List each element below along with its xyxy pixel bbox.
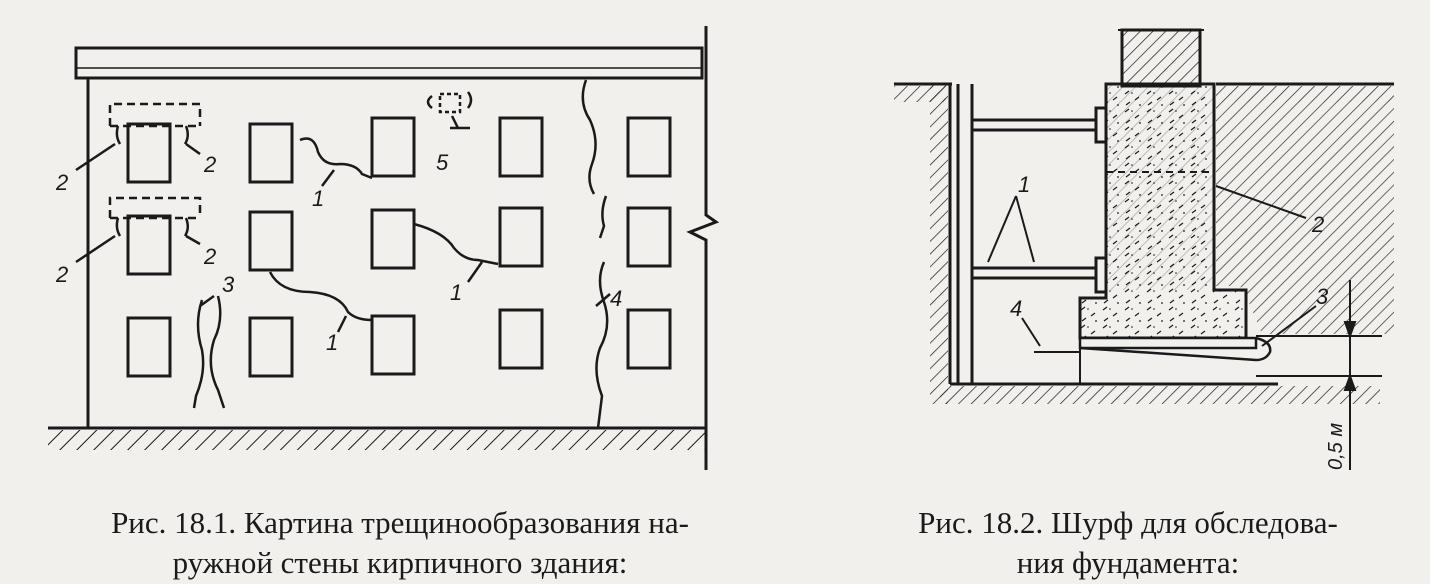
crack-between-windows-low (268, 271, 373, 322)
diagrams: 1 1 1 2 2 2 2 3 4 5 (48, 26, 1394, 470)
figure-1-caption-line-2: ружной стены кирпичного здания: (172, 545, 628, 580)
window (370, 314, 416, 376)
crack-4-vertical (581, 79, 597, 195)
label-item-5: 5 (436, 150, 449, 175)
lintel-marks (75, 102, 202, 264)
pit-bottom-hatch (940, 386, 1380, 404)
figure-1-caption: Рис. 18.1. Картина трещинообразования на… (40, 503, 760, 583)
label-right-2b: 2 (203, 244, 216, 269)
window (498, 206, 544, 268)
figure-2-caption: Рис. 18.2. Шурф для обследова- ния фунда… (868, 503, 1388, 583)
label-left-2b: 2 (55, 262, 68, 287)
window (126, 122, 172, 184)
wall-above (1120, 28, 1202, 88)
leaders (987, 185, 1382, 470)
window (626, 308, 672, 370)
label-crack-3: 3 (222, 272, 235, 297)
window (248, 122, 294, 184)
pit-section (894, 28, 1394, 470)
label-right-2a: 2 (203, 152, 216, 177)
window (248, 210, 294, 272)
window (370, 208, 416, 270)
fig2-labels: 1 2 3 4 0,5 м (1010, 172, 1347, 470)
window (626, 206, 672, 268)
window (126, 214, 172, 276)
window (498, 116, 544, 178)
fig1-labels: 1 1 1 2 2 2 2 3 4 5 (55, 150, 622, 355)
crack-3 (192, 299, 205, 409)
cracks (192, 79, 611, 429)
struts (972, 106, 1108, 294)
crack-between-windows-mid (413, 222, 499, 266)
window (126, 316, 172, 378)
pit-wall-hatch (930, 84, 948, 404)
label-item-4: 4 (1010, 296, 1022, 321)
window (498, 308, 544, 370)
window (626, 116, 672, 178)
dimension-label: 0,5 м (1325, 423, 1347, 470)
ground-hatch (48, 430, 706, 450)
label-crack-1c: 1 (326, 330, 338, 355)
figure-1-caption-line-1: Рис. 18.1. Картина трещинообразования на… (111, 505, 689, 540)
label-item-3: 3 (1316, 284, 1329, 309)
figure-2-caption-line-2: ния фундамента: (1016, 545, 1240, 580)
label-left-2a: 2 (55, 170, 68, 195)
roof-cornice (74, 46, 704, 80)
label-footing-2: 2 (1311, 212, 1324, 237)
label-crack-1a: 1 (312, 186, 324, 211)
label-crack-1b: 1 (450, 280, 462, 305)
ground-hatch-right (1216, 86, 1394, 102)
windows (126, 116, 672, 378)
label-struts-1: 1 (1018, 172, 1030, 197)
building-facade (48, 26, 720, 470)
facade-break-line (686, 26, 720, 470)
figure-2-caption-line-1: Рис. 18.2. Шурф для обследова- (918, 505, 1338, 540)
label-crack-4: 4 (610, 286, 622, 311)
crack-between-windows-top (299, 137, 373, 180)
window (248, 316, 294, 378)
footing-cushion (1078, 336, 1258, 350)
window (370, 116, 416, 178)
